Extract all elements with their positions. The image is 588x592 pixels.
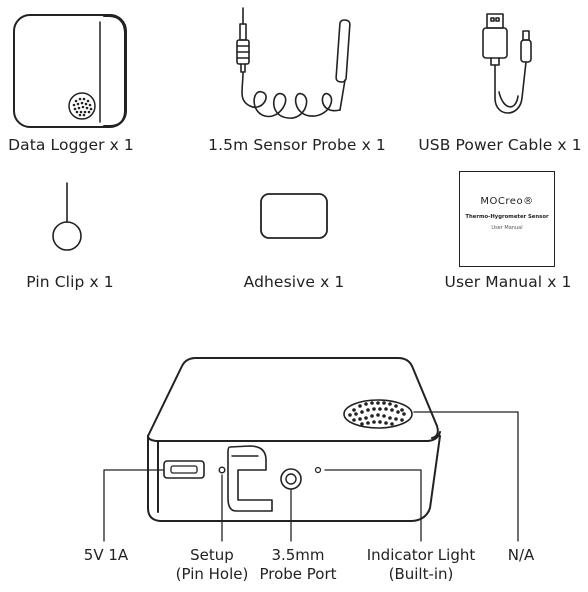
- callout-na: N/A: [508, 546, 535, 565]
- callout-lines: [103, 411, 519, 542]
- item-label-adhesive: Adhesive x 1: [243, 273, 345, 291]
- callout-setup: Setup (Pin Hole): [176, 546, 249, 584]
- manual-title: User Manual: [491, 225, 523, 231]
- item-label-data-logger: Data Logger x 1: [8, 136, 134, 154]
- manual-subtitle: Thermo-Hygrometer Sensor: [465, 214, 549, 220]
- callout-indicator-light: Indicator Light (Built-in): [367, 546, 476, 584]
- callout-setup-line2: (Pin Hole): [175, 565, 249, 583]
- callout-probe-line1: 3.5mm: [271, 546, 325, 564]
- leader-power: [103, 469, 165, 542]
- manual-brand: MOCreo®: [480, 196, 534, 207]
- callout-indicator-line1: Indicator Light: [366, 546, 476, 564]
- user-manual-cover: MOCreo® Thermo-Hygrometer Sensor User Ma…: [459, 171, 555, 267]
- sensor-probe-illustration: [236, 7, 351, 119]
- device-diagram: [147, 357, 441, 522]
- callout-na-text: N/A: [507, 546, 535, 564]
- data-logger-illustration: [13, 14, 127, 128]
- pin-clip-illustration: [52, 182, 82, 251]
- item-label-pin-clip: Pin Clip x 1: [26, 273, 114, 291]
- item-label-usb-cable: USB Power Cable x 1: [418, 136, 582, 154]
- leader-na: [413, 411, 519, 542]
- usb-cable-illustration: [482, 13, 532, 114]
- item-label-user-manual: User Manual x 1: [444, 273, 572, 291]
- callout-probe-port: 3.5mm Probe Port: [259, 546, 336, 584]
- leader-indicator: [324, 469, 422, 542]
- callout-power: 5V 1A: [84, 546, 128, 565]
- callout-probe-line2: Probe Port: [259, 565, 337, 583]
- item-label-sensor-probe: 1.5m Sensor Probe x 1: [208, 136, 386, 154]
- callout-indicator-line2: (Built-in): [388, 565, 454, 583]
- callout-setup-line1: Setup: [190, 546, 234, 564]
- adhesive-illustration: [260, 193, 328, 239]
- callout-power-text: 5V 1A: [83, 546, 129, 564]
